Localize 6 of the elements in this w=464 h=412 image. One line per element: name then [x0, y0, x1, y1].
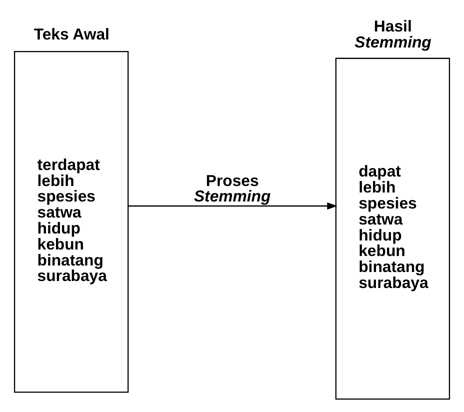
node-box: terdapat lebih spesies satwa hidup kebun binatang surabaya [14, 51, 129, 393]
node-label: Hasil Stemming [354, 18, 432, 52]
edge-label: Proses Stemming [194, 172, 271, 206]
node-box: dapat lebih spesies satwa hidup kebun binatang surabaya [335, 58, 450, 400]
arrow [128, 202, 338, 210]
node-label: Teks Awal [34, 26, 110, 44]
